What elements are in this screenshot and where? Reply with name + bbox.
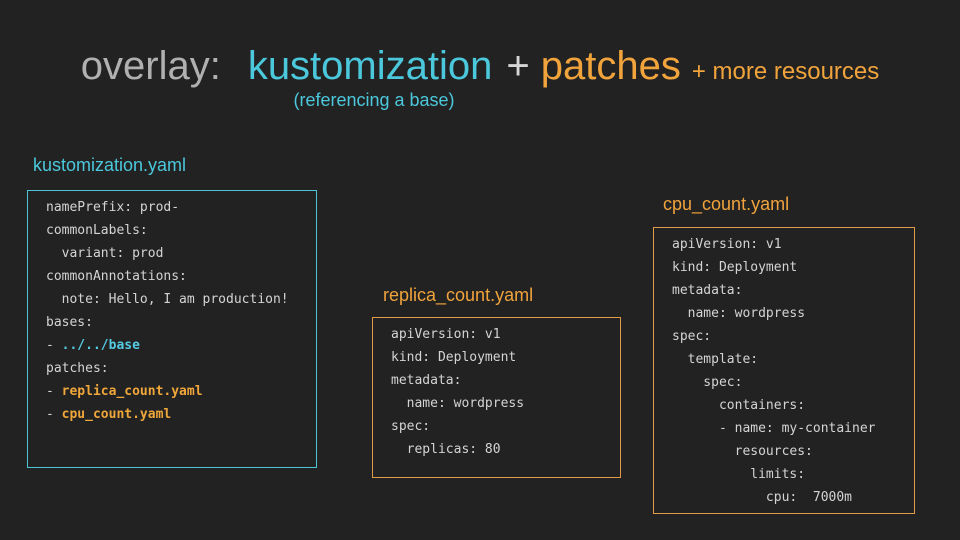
code-line: apiVersion: v1 bbox=[672, 233, 896, 256]
code-line: kind: Deployment bbox=[672, 256, 896, 279]
code-line: resources: bbox=[672, 440, 896, 463]
code-line: limits: bbox=[672, 463, 896, 486]
title-kustomization: kustomization bbox=[247, 44, 493, 88]
code-line: variant: prod bbox=[46, 242, 298, 265]
code-line: bases: bbox=[46, 311, 298, 334]
code-line: metadata: bbox=[672, 279, 896, 302]
code-segment: variant: prod bbox=[46, 246, 164, 261]
code-line: replicas: 80 bbox=[391, 438, 602, 461]
code-line: patches: bbox=[46, 357, 298, 380]
code-segment: apiVersion: v1 bbox=[672, 237, 782, 252]
code-line: spec: bbox=[391, 415, 602, 438]
code-segment: - bbox=[46, 338, 62, 353]
code-line: template: bbox=[672, 348, 896, 371]
code-segment: - bbox=[46, 407, 62, 422]
code-line: containers: bbox=[672, 394, 896, 417]
code-segment: limits: bbox=[672, 467, 806, 482]
code-line: - cpu_count.yaml bbox=[46, 403, 298, 426]
code-box-kustomization-yaml: namePrefix: prod-commonLabels: variant: … bbox=[27, 190, 317, 468]
code-segment: kind: Deployment bbox=[672, 260, 798, 275]
code-segment: bases: bbox=[46, 315, 93, 330]
code-line: commonLabels: bbox=[46, 219, 298, 242]
code-line: metadata: bbox=[391, 369, 602, 392]
code-segment: commonLabels: bbox=[46, 223, 148, 238]
slide-title: overlay: kustomization + patches + more … bbox=[0, 42, 960, 90]
code-segment: metadata: bbox=[672, 283, 743, 298]
code-segment: namePrefix: prod- bbox=[46, 200, 180, 215]
code-segment: note: Hello, I am production! bbox=[46, 292, 289, 307]
code-segment: kind: Deployment bbox=[391, 350, 517, 365]
title-more-resources: + more resources bbox=[691, 58, 880, 85]
code-line: apiVersion: v1 bbox=[391, 323, 602, 346]
code-segment: replica_count.yaml bbox=[61, 384, 203, 399]
file-label-replica-count-yaml: replica_count.yaml bbox=[383, 285, 534, 305]
code-segment: patches: bbox=[46, 361, 109, 376]
code-segment: - bbox=[46, 384, 62, 399]
code-segment: commonAnnotations: bbox=[46, 269, 187, 284]
code-segment: metadata: bbox=[391, 373, 462, 388]
code-segment: resources: bbox=[672, 444, 813, 459]
code-segment: name: wordpress bbox=[672, 306, 806, 321]
title-plus: + bbox=[506, 44, 530, 88]
code-segment: spec: bbox=[672, 329, 712, 344]
code-segment: cpu_count.yaml bbox=[61, 407, 172, 422]
code-segment: spec: bbox=[672, 375, 743, 390]
file-label-kustomization-yaml: kustomization.yaml bbox=[33, 155, 187, 175]
code-line: commonAnnotations: bbox=[46, 265, 298, 288]
code-segment: template: bbox=[672, 352, 759, 367]
code-line: - ../../base bbox=[46, 334, 298, 357]
title-patches: patches bbox=[540, 44, 681, 88]
code-segment: - name: my-container bbox=[672, 421, 876, 436]
code-segment: spec: bbox=[391, 419, 431, 434]
code-segment: containers: bbox=[672, 398, 806, 413]
code-segment: apiVersion: v1 bbox=[391, 327, 501, 342]
code-line: - name: my-container bbox=[672, 417, 896, 440]
title-overlay: overlay: bbox=[80, 44, 221, 88]
code-line: spec: bbox=[672, 325, 896, 348]
code-line: name: wordpress bbox=[672, 302, 896, 325]
code-line: - replica_count.yaml bbox=[46, 380, 298, 403]
code-line: kind: Deployment bbox=[391, 346, 602, 369]
code-line: namePrefix: prod- bbox=[46, 196, 298, 219]
code-segment: replicas: 80 bbox=[391, 442, 501, 457]
file-label-cpu-count-yaml: cpu_count.yaml bbox=[663, 194, 790, 214]
code-segment: ../../base bbox=[61, 338, 140, 353]
code-line: name: wordpress bbox=[391, 392, 602, 415]
title-subtitle: (referencing a base) bbox=[293, 90, 455, 110]
code-line: cpu: 7000m bbox=[672, 486, 896, 509]
code-segment: cpu: 7000m bbox=[672, 490, 853, 505]
code-segment: name: wordpress bbox=[391, 396, 525, 411]
code-line: note: Hello, I am production! bbox=[46, 288, 298, 311]
code-line: spec: bbox=[672, 371, 896, 394]
